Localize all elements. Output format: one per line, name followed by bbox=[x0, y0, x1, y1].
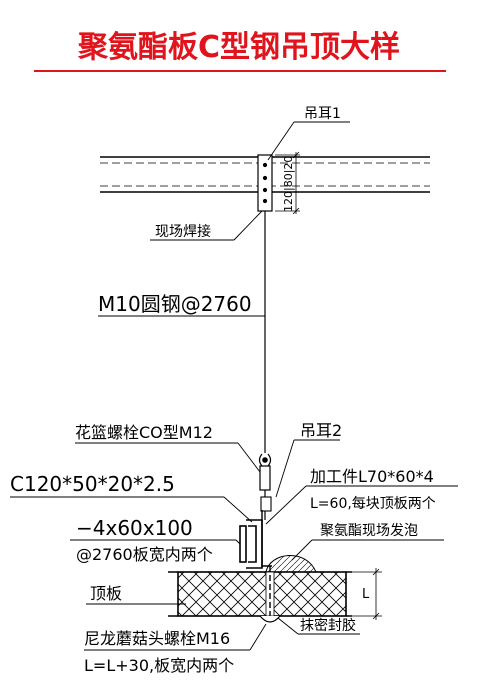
c-channel bbox=[239, 519, 263, 569]
seal-label: 抹密封胶 bbox=[300, 617, 356, 634]
angle-part-label: 加工件L70*60*4 bbox=[310, 467, 434, 486]
angle-part-note: L=60,每块顶板两个 bbox=[310, 496, 436, 512]
bolt-leader bbox=[84, 623, 267, 651]
weld-leader bbox=[150, 210, 263, 241]
foam-label: 聚氨酯现场发泡 bbox=[320, 523, 418, 539]
foam-leader bbox=[291, 539, 444, 561]
angle-part-leader bbox=[265, 485, 458, 525]
lug-2-leader bbox=[275, 439, 340, 498]
lug-1-plate bbox=[257, 154, 273, 212]
steel-plate-leader bbox=[70, 539, 241, 545]
lug-1-label: 吊耳1 bbox=[304, 106, 341, 122]
title-underline bbox=[34, 70, 446, 72]
panel-thickness-label: L bbox=[362, 587, 370, 602]
lug-2-label: 吊耳2 bbox=[300, 421, 342, 440]
foam-bead bbox=[265, 555, 317, 573]
lug-2-plate bbox=[260, 496, 272, 512]
weld-label: 现场焊接 bbox=[155, 223, 211, 240]
ceiling-panel bbox=[168, 566, 352, 620]
drawing-title: 聚氨酯板C型钢吊顶大样 bbox=[77, 30, 401, 65]
panel-thickness-dimension bbox=[352, 568, 382, 620]
steel-plate-note: @2760板宽内两个 bbox=[76, 545, 213, 564]
top-panel-label: 顶板 bbox=[90, 584, 122, 603]
turnbuckle-label: 花篮螺栓CO型M12 bbox=[75, 423, 213, 442]
lug-1-dimension-text: 120|80|20 bbox=[282, 156, 295, 212]
lug-1-leader bbox=[267, 121, 350, 161]
steel-plate-label: −4x60x100 bbox=[76, 516, 193, 540]
bolt-note: L=L+30,板宽内两个 bbox=[84, 656, 234, 675]
rod-label: M10圆钢@2760 bbox=[98, 292, 252, 316]
turnbuckle-leader bbox=[75, 442, 261, 473]
lug-1-dimension bbox=[275, 151, 300, 215]
mushroom-bolt-head bbox=[259, 615, 281, 623]
c-channel-leader bbox=[10, 496, 253, 523]
bolt-label: 尼龙蘑菇头螺栓M16 bbox=[84, 629, 230, 648]
c-channel-label: C120*50*20*2.5 bbox=[10, 472, 175, 496]
angle-part bbox=[261, 510, 272, 567]
seal-leader bbox=[277, 617, 360, 635]
